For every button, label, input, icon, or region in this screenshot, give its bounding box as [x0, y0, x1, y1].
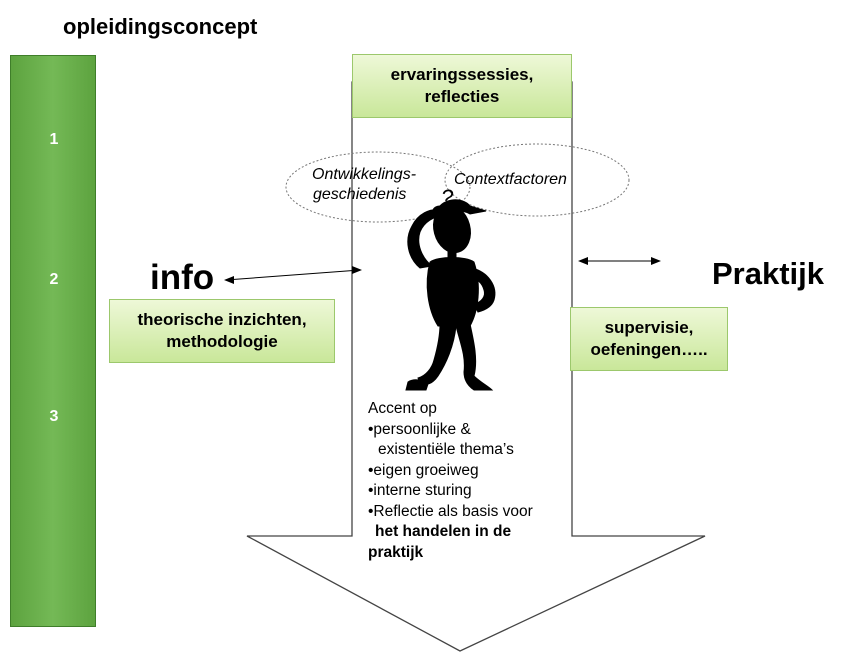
info-double-arrow: [224, 266, 362, 284]
ellipse-left-line2: geschiedenis: [313, 186, 407, 203]
thinking-figure-icon: [405, 199, 496, 391]
level-1: 1: [49, 131, 59, 148]
accent-item-1: •persoonlijke &: [368, 420, 471, 438]
accent-bold-line2: praktijk: [368, 543, 424, 561]
level-3: 3: [49, 408, 59, 425]
accent-item-4: •Reflectie als basis voor: [368, 502, 533, 520]
level-2: 2: [49, 271, 59, 288]
level-bar: 1 2 3: [10, 55, 96, 627]
info-box-line2: methodologie: [166, 332, 278, 351]
accent-item-3: •interne sturing: [368, 482, 472, 499]
accent-intro: Accent op: [368, 400, 437, 417]
ellipse-contextfactoren: [444, 143, 630, 217]
ellipse-left-text: Ontwikkelings- geschiedenis: [312, 165, 416, 205]
ellipse-right-text: Contextfactoren: [454, 171, 567, 188]
arrow-top-box-line2: reflecties: [424, 87, 500, 106]
accent-item-2: •eigen groeiweg: [368, 461, 479, 479]
big-down-arrow: [246, 81, 706, 652]
accent-bold-line1: het handelen in de: [375, 523, 512, 540]
info-box-line1: theorische inzichten,: [137, 310, 307, 329]
question-mark: ?: [441, 185, 454, 210]
arrow-top-box: ervaringssessies, reflecties: [352, 54, 572, 118]
ellipse-left-line1: Ontwikkelings-: [312, 166, 417, 183]
praktijk-heading: Praktijk: [712, 256, 825, 291]
praktijk-box-line2: oefeningen…..: [590, 340, 708, 359]
arrow-top-box-line1: ervaringssessies,: [390, 65, 534, 84]
page-title: opleidingsconcept: [63, 14, 258, 39]
praktijk-double-arrow: [578, 257, 661, 265]
praktijk-box-line1: supervisie,: [604, 318, 694, 337]
info-box: theorische inzichten, methodologie: [109, 299, 335, 363]
accent-block: Accent op •persoonlijke & existentiële t…: [368, 399, 533, 563]
accent-item-1-cont: existentiële thema’s: [378, 441, 514, 458]
ellipse-ontwikkeling: [285, 151, 471, 223]
info-heading: info: [150, 258, 215, 297]
praktijk-box: supervisie, oefeningen…..: [570, 307, 728, 371]
